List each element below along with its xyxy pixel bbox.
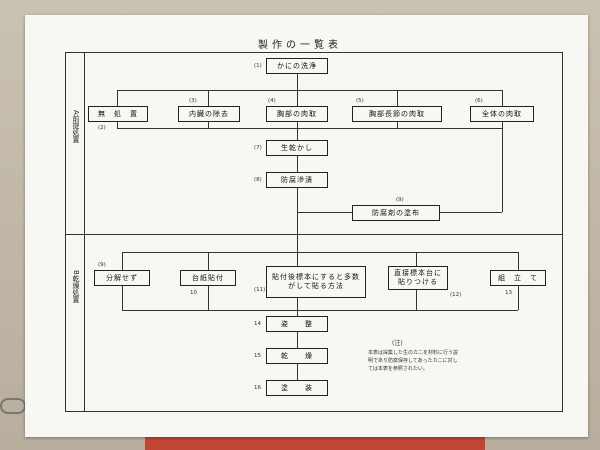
red-book-edge <box>145 436 485 450</box>
step-number: (5) <box>356 98 364 104</box>
branch-s14-drop <box>518 252 520 270</box>
note-body: 本表は採集した生のカニを材料に行う説明であり防腐保存してあったカニに対しては本表… <box>368 350 459 372</box>
step-number: (8) <box>254 177 262 183</box>
branch-s5-drop <box>397 90 399 106</box>
branch-s2-drop <box>117 90 119 106</box>
step-box-painting: 塗 装 <box>266 380 328 396</box>
step-box-assembly: 組 立 て <box>490 270 546 286</box>
step-number: 14 <box>254 321 261 327</box>
step-label: 乾 燥 <box>281 351 313 360</box>
step-box-drying: 乾 燥 <box>266 348 328 364</box>
step-box-no-treatment: 無 処 置 <box>88 106 148 122</box>
step-number: (9) <box>396 197 404 203</box>
section-a-label: A前提処置 <box>72 110 80 143</box>
step-label: 分解せず <box>106 273 138 282</box>
branch-s11-drop <box>208 252 210 270</box>
section-divider-horizontal <box>65 234 563 236</box>
main-trunk-line <box>297 74 299 388</box>
step-label: 無 処 置 <box>98 109 138 118</box>
section-divider-vertical <box>84 52 86 412</box>
step-number: (3) <box>189 98 197 104</box>
step-box-preservative-application: 防腐剤の塗布 <box>352 205 440 221</box>
step-number: 16 <box>254 385 261 391</box>
branch-s14-rise <box>518 286 520 310</box>
note-title: (注) <box>392 340 403 347</box>
step-number: (11) <box>254 287 266 293</box>
branch-a-top-line <box>117 90 502 92</box>
section-b-label: B乾燥処置 <box>72 270 80 303</box>
step-box-multi-attach-method: 貼付後標本にすると多数がして貼る方法 <box>266 266 366 298</box>
branch-s10-rise <box>122 286 124 310</box>
branch-s11-rise <box>208 286 210 310</box>
step-label: かにの洗浄 <box>277 61 317 70</box>
step-number: (1) <box>254 63 262 69</box>
step-number: (4) <box>268 98 276 104</box>
step-box-direct-attach: 直接標本台に貼りつける <box>388 266 448 290</box>
step-label: 胸部の肉取 <box>277 109 317 118</box>
document-title: 製作の一覧表 <box>258 40 342 51</box>
branch-s5-rise <box>397 120 399 128</box>
step-label: 貼付後標本にすると多数がして貼る方法 <box>271 273 361 290</box>
binder-ring <box>0 398 26 414</box>
step-number: (2) <box>98 125 106 131</box>
step-label: 台紙貼付 <box>192 273 224 282</box>
step-label: 組 立 て <box>498 273 538 282</box>
step-box-chest-meat-removal: 胸部の肉取 <box>266 106 328 122</box>
step-box-whole-meat-removal: 全体の肉取 <box>470 106 534 122</box>
branch-s10-drop <box>122 252 124 270</box>
step-box-preservative-soak: 防腐滲漬 <box>266 172 328 188</box>
branch-s3-drop <box>208 90 210 106</box>
document-sheet <box>25 15 588 437</box>
branch-s2-rise <box>117 120 119 128</box>
step-number: (6) <box>475 98 483 104</box>
step-box-mount-on-board: 台紙貼付 <box>180 270 236 286</box>
branch-s6-down <box>502 120 504 212</box>
step-box-no-disassembly: 分解せず <box>94 270 150 286</box>
branch-s13-drop <box>416 252 418 270</box>
step-number: (7) <box>254 145 262 151</box>
branch-s13-rise <box>416 288 418 310</box>
step-number: (12) <box>450 292 462 298</box>
step-label: 姿 整 <box>281 319 313 328</box>
s9-join-line <box>297 212 352 214</box>
step-label: 直接標本台に貼りつける <box>394 269 442 286</box>
step-box-shaping: 姿 整 <box>266 316 328 332</box>
branch-s6-drop <box>502 90 504 106</box>
step-box-leg-meat-removal: 胸部長節の肉取 <box>352 106 442 122</box>
chart-frame <box>65 52 563 412</box>
branch-a-join-line <box>117 128 502 130</box>
step-number: 13 <box>505 290 512 296</box>
step-box-viscera-removal: 内臓の除去 <box>178 106 240 122</box>
step-label: 内臓の除去 <box>189 109 229 118</box>
step-label: 生乾かし <box>281 143 313 152</box>
branch-b-join-line <box>122 310 518 312</box>
branch-s3-rise <box>208 120 210 128</box>
step-label: 全体の肉取 <box>482 109 522 118</box>
step-box-partial-drying: 生乾かし <box>266 140 328 156</box>
step-number: 10 <box>190 290 197 296</box>
step-label: 防腐剤の塗布 <box>372 208 420 217</box>
step-label: 防腐滲漬 <box>281 175 313 184</box>
step-label: 塗 装 <box>281 383 313 392</box>
step-label: 胸部長節の肉取 <box>369 109 425 118</box>
step-number: 15 <box>254 353 261 359</box>
s6-to-s9-line <box>440 212 502 214</box>
step-box-crab-washing: かにの洗浄 <box>266 58 328 74</box>
step-number: (9) <box>98 262 106 268</box>
branch-b-top-line <box>122 252 518 254</box>
